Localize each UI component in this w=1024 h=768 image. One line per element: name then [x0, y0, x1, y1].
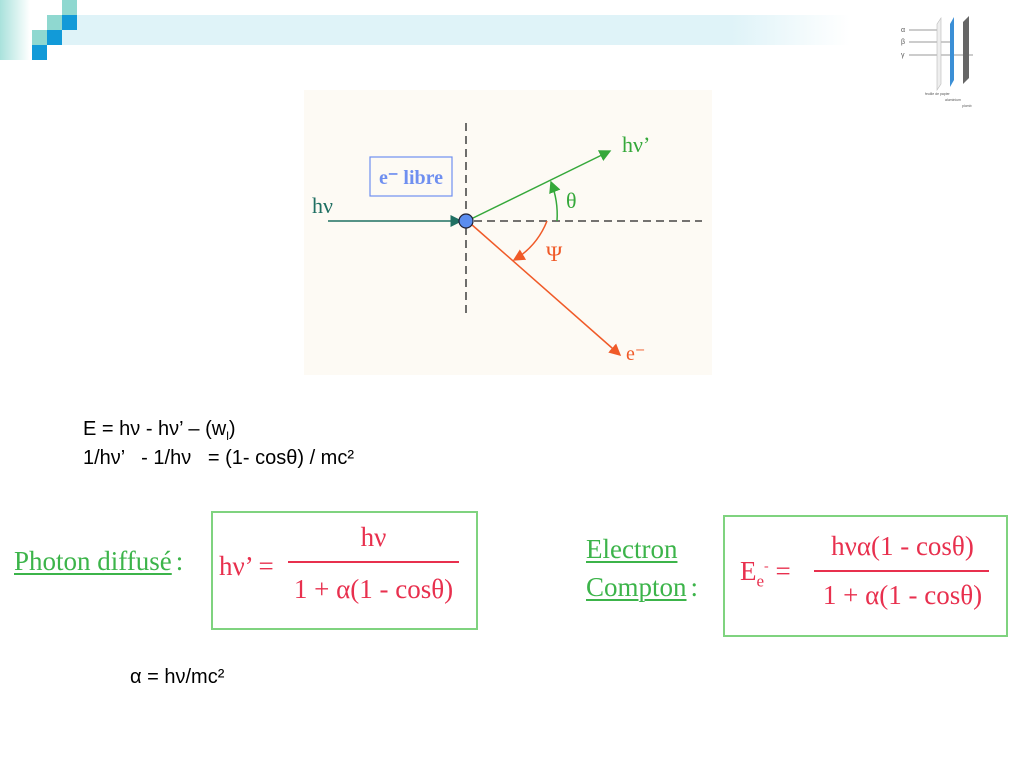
- header-square: [47, 30, 62, 45]
- header-band: [60, 15, 850, 45]
- paper-label: feuille de papier: [925, 92, 951, 96]
- photon-diffuse-label: Photon diffusé: [14, 546, 172, 576]
- scattered-label: hν’: [622, 132, 650, 157]
- colon: :: [690, 572, 699, 602]
- theta-label: θ: [566, 188, 577, 213]
- scattered-photon-arrow: [470, 150, 612, 220]
- header-square: [32, 45, 47, 60]
- paper-sheet: [936, 17, 942, 91]
- electron-label-line2: Compton: [586, 572, 687, 602]
- psi-label: Ψ: [546, 241, 563, 266]
- fraction-bar: [288, 561, 459, 563]
- photon-denominator: 1 + α(1 - cosθ): [293, 574, 454, 604]
- radiation-penetration-thumbnail: α β γ feuille de papier aluminium plomb: [901, 16, 973, 108]
- psi-arc: [512, 220, 548, 261]
- photon-numerator: hν: [360, 522, 387, 552]
- electron-label: e⁻: [626, 343, 645, 365]
- fraction-bar: [814, 570, 989, 572]
- lead-label: plomb: [962, 104, 972, 108]
- photon-diffuse-heading: Photon diffusé :: [14, 546, 183, 577]
- electron-numerator: hνα(1 - cosθ): [831, 531, 974, 561]
- gamma-label: γ: [901, 52, 905, 59]
- energy-equation: E = hν - hν’ – (wl): [83, 418, 236, 443]
- aluminium-sheet: [950, 17, 954, 87]
- incident-label: hν: [312, 193, 333, 218]
- equals-sign: =: [775, 556, 791, 586]
- energy-equation-main: E = hν - hν’ – (w: [83, 418, 227, 440]
- energy-symbol: E: [740, 556, 757, 586]
- energy-equation-end: ): [228, 418, 236, 440]
- photon-formula-box: [211, 511, 478, 630]
- electron-arrow: [470, 223, 622, 356]
- alpha-label: α: [901, 27, 905, 34]
- electron-superscript: -: [764, 559, 769, 574]
- electron-formula-box: [723, 515, 1008, 637]
- compton-scattering-diagram: e⁻ libre hν hν’ θ Ψ e⁻: [304, 90, 712, 375]
- header-square: [32, 30, 47, 45]
- compton-equation: 1/hν’ - 1/hν = (1- cosθ) / mc²: [83, 447, 354, 469]
- theta-arc: [549, 180, 561, 222]
- header-square: [47, 15, 62, 30]
- aluminium-label: aluminium: [945, 98, 961, 102]
- free-electron-dot: [458, 213, 474, 229]
- header-square: [62, 0, 77, 15]
- electron-subscript: e: [756, 571, 765, 591]
- header-gradient: [0, 0, 30, 60]
- lead-block: [963, 16, 969, 84]
- electron-label-line1: Electron: [586, 534, 678, 564]
- beta-label: β: [901, 39, 905, 46]
- colon: :: [175, 546, 184, 576]
- binding-subscript: l: [226, 429, 229, 443]
- alpha-definition: α = hν/mc²: [130, 666, 225, 688]
- photon-lhs: hν’ =: [219, 551, 274, 581]
- electron-box-label: e⁻ libre: [379, 167, 443, 189]
- header-square: [62, 15, 77, 30]
- electron-lhs: Ee- =: [740, 556, 791, 591]
- electron-box: [369, 156, 453, 197]
- electron-denominator: 1 + α(1 - cosθ): [822, 580, 983, 610]
- electron-compton-heading: Electron Compton :: [586, 530, 698, 611]
